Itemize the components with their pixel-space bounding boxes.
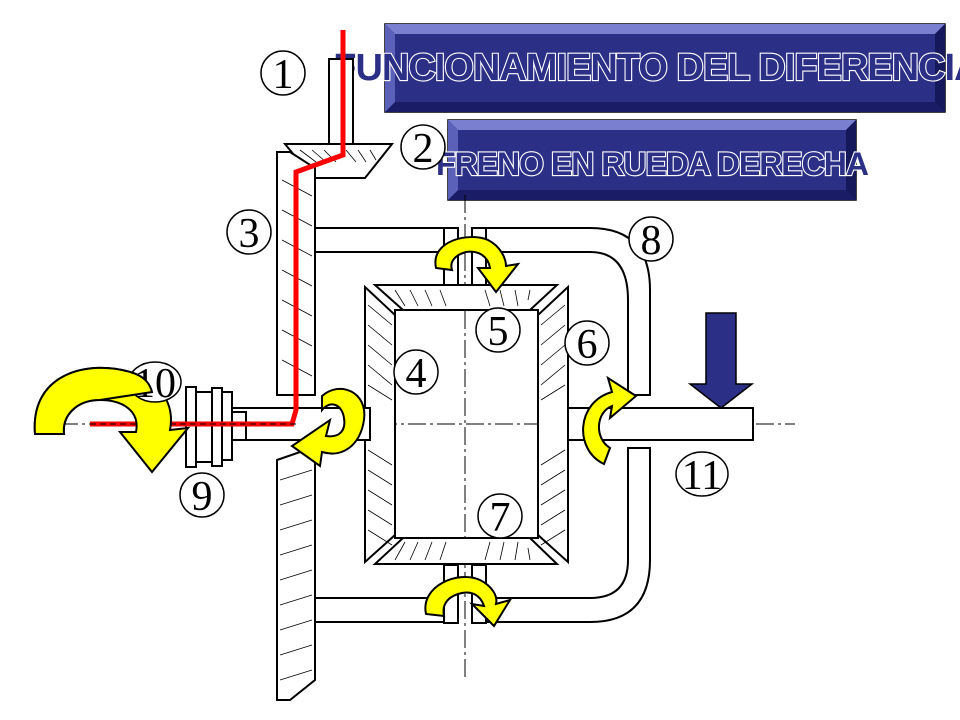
label-10: 10 (128, 361, 182, 407)
subtitle-text: FRENO EN RUEDA DERECHA (436, 146, 869, 182)
rotation-arrow-input-overlay (33, 366, 154, 435)
svg-text:9: 9 (192, 474, 213, 520)
label-9: 9 (179, 472, 225, 520)
label-2: 2 (400, 124, 446, 172)
inner-frame (394, 309, 539, 539)
title-text: FUNCIONAMIENTO DEL DIFERENCIAL (333, 47, 960, 89)
rotation-arrow-lower-satellite (424, 576, 513, 628)
svg-text:2: 2 (413, 126, 434, 172)
rotation-arrow-left-gear (290, 387, 366, 468)
svg-text:8: 8 (641, 218, 662, 264)
label-7: 7 (477, 493, 523, 541)
svg-text:11: 11 (682, 453, 722, 499)
label-5: 5 (475, 307, 521, 355)
title-banner: FUNCIONAMIENTO DEL DIFERENCIAL (332, 23, 960, 113)
upper-satellite-gear (372, 284, 560, 311)
label-8: 8 (628, 216, 674, 264)
right-side-gear (537, 284, 569, 565)
svg-text:5: 5 (488, 309, 509, 355)
rotation-arrow-right-gear (582, 375, 638, 466)
svg-text:6: 6 (577, 322, 598, 368)
rotation-arrow-upper-satellite (434, 236, 521, 294)
label-4: 4 (393, 349, 439, 397)
coupling-flange (185, 386, 247, 468)
subtitle-banner: FRENO EN RUEDA DERECHA (435, 119, 871, 201)
svg-text:7: 7 (490, 495, 511, 541)
svg-text:3: 3 (239, 211, 260, 257)
lower-satellite-gear (372, 537, 560, 565)
label-1: 1 (260, 50, 306, 98)
label-3: 3 (226, 209, 272, 257)
label-11: 11 (675, 451, 729, 499)
label-6: 6 (564, 320, 610, 368)
svg-text:4: 4 (406, 351, 427, 397)
brake-arrow-icon (687, 312, 755, 409)
svg-text:1: 1 (273, 52, 294, 98)
power-flow-path (90, 30, 346, 427)
